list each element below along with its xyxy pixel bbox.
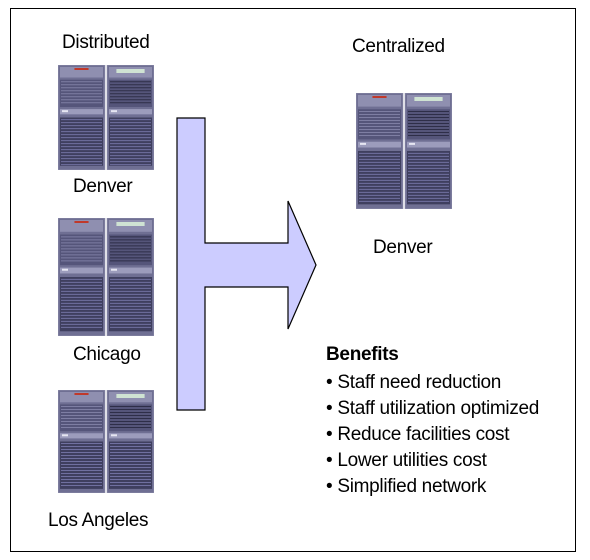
benefit-item: • Staff need reduction [326, 372, 502, 393]
benefit-item: • Reduce facilities cost [326, 424, 510, 445]
server-denver-distributed [57, 64, 155, 175]
centralized-site-label: Denver [373, 237, 433, 258]
server-icon [355, 92, 453, 210]
distributed-heading: Distributed [62, 32, 150, 53]
benefits-title: Benefits [326, 344, 399, 365]
benefit-item: • Staff utilization optimized [326, 398, 540, 419]
server-chicago [57, 217, 155, 341]
site-label-denver: Denver [73, 176, 133, 197]
benefits-list: Benefits • Staff need reduction • Staff … [326, 344, 539, 500]
server-icon [57, 64, 155, 171]
server-denver-centralized [355, 92, 453, 214]
server-icon [57, 217, 155, 337]
site-label-chicago: Chicago [73, 344, 141, 365]
benefit-item: • Simplified network [326, 476, 487, 497]
centralized-heading: Centralized [352, 36, 445, 57]
server-los-angeles [57, 389, 155, 498]
benefit-item: • Lower utilities cost [326, 450, 487, 471]
site-label-los-angeles: Los Angeles [48, 510, 149, 531]
server-icon [57, 389, 155, 494]
arrow-shape [176, 117, 317, 411]
